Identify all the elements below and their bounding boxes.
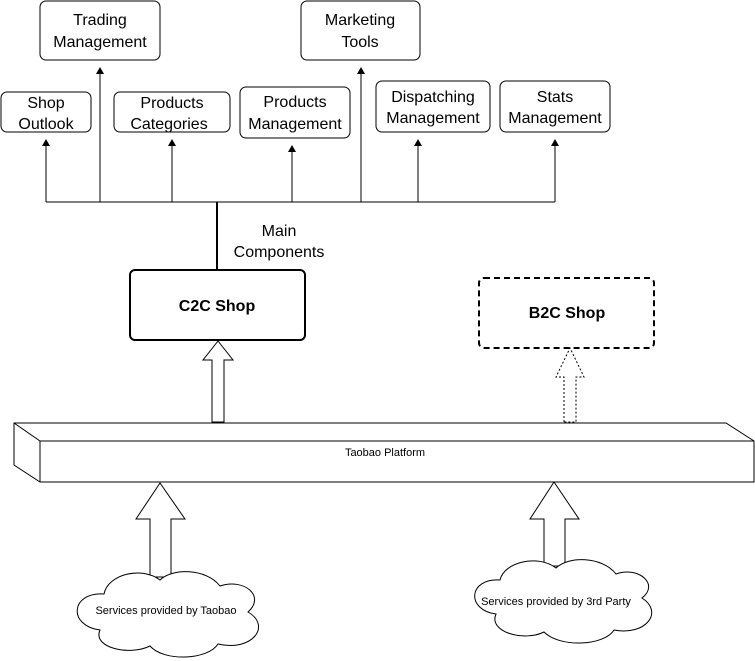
component-products-categories: Products Categories	[113, 91, 231, 133]
svg-text:Services provided by 3rd Party: Services provided by 3rd Party	[481, 596, 631, 608]
component-products-management: Products Management	[239, 86, 351, 139]
svg-text:Stats: Stats	[537, 89, 573, 106]
svg-text:Taobao Platform: Taobao Platform	[345, 447, 425, 459]
cloud-third-party-services: Services provided by 3rd Party	[474, 559, 653, 644]
svg-text:Marketing: Marketing	[325, 12, 395, 29]
component-trading-management: Trading Management	[39, 0, 161, 61]
svg-text:Tools: Tools	[341, 34, 378, 51]
taobao-platform: Taobao Platform	[13, 422, 755, 483]
taobao-services-arrow	[135, 482, 186, 578]
platform-to-b2c-arrow	[555, 346, 585, 423]
svg-text:Main: Main	[262, 223, 297, 240]
svg-text:Management: Management	[508, 110, 602, 127]
component-marketing-tools: Marketing Tools	[300, 0, 421, 61]
svg-text:Management: Management	[386, 110, 480, 127]
svg-text:Shop: Shop	[27, 95, 64, 112]
third-party-services-arrow	[529, 481, 580, 567]
svg-text:C2C Shop: C2C Shop	[179, 298, 256, 315]
svg-text:Dispatching: Dispatching	[391, 89, 475, 106]
platform-to-c2c-arrow	[201, 340, 235, 423]
component-stats-management: Stats Management	[499, 80, 611, 133]
c2c-shop-box: C2C Shop	[129, 269, 306, 341]
b2c-shop-box: B2C Shop	[478, 277, 655, 349]
svg-text:Outlook: Outlook	[18, 116, 74, 133]
svg-text:Services provided by Taobao: Services provided by Taobao	[95, 605, 236, 617]
svg-text:B2C Shop: B2C Shop	[529, 305, 606, 322]
svg-text:Products: Products	[263, 94, 326, 111]
main-components-label: Main Components	[234, 223, 325, 261]
component-connectors	[42, 67, 559, 203]
svg-text:Products: Products	[140, 95, 203, 112]
component-dispatching-management: Dispatching Management	[375, 80, 491, 133]
svg-text:Components: Components	[234, 244, 325, 261]
svg-text:Management: Management	[53, 34, 147, 51]
svg-text:Management: Management	[248, 116, 342, 133]
component-shop-outlook: Shop Outlook	[0, 91, 92, 133]
svg-text:Trading: Trading	[73, 12, 127, 29]
cloud-taobao-services: Services provided by Taobao	[76, 571, 260, 658]
svg-text:Categories: Categories	[130, 116, 207, 133]
